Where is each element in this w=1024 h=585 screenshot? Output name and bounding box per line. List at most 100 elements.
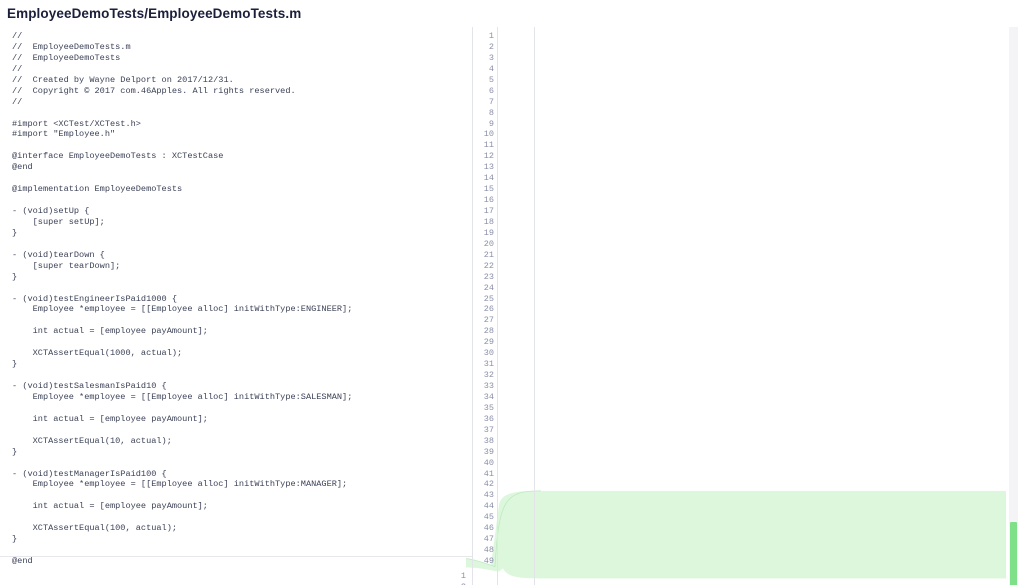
left-code-column[interactable]: //// EmployeeDemoTests.m// EmployeeDemoT…: [12, 27, 444, 567]
code-line: Employee *employee = [[Employee alloc] i…: [12, 304, 353, 315]
line-number-old: 13: [483, 162, 494, 173]
code-line: [12, 337, 444, 348]
code-line: [12, 173, 444, 184]
code-line: // EmployeeDemoTests.m: [12, 41, 131, 52]
code-line: //: [12, 31, 23, 41]
code-line: #import "Employee.h": [12, 129, 116, 140]
line-number-old: 41: [483, 468, 494, 479]
left-gutter-divider: [472, 27, 473, 585]
code-line: [12, 512, 444, 523]
code-line: // Copyright © 2017 com.46Apples. All ri…: [12, 85, 296, 96]
line-number-old: 25: [483, 293, 494, 304]
code-line: Employee *employee = [[Employee alloc] i…: [12, 391, 353, 402]
code-line: - (void)tearDown {: [12, 249, 105, 260]
code-line: [12, 490, 444, 501]
line-number-old: 5: [488, 74, 494, 85]
line-number-old: 7: [488, 96, 494, 107]
code-line: - (void)testManagerIsPaid100 {: [12, 468, 167, 479]
line-number-old: 2: [488, 41, 494, 52]
code-line: - (void)setUp {: [12, 206, 90, 216]
line-number-old: 11: [483, 140, 494, 151]
code-line: // EmployeeDemoTests: [12, 52, 121, 63]
code-line: [12, 545, 444, 556]
pane-divider: [497, 27, 498, 585]
line-number-old: 49: [483, 556, 494, 566]
code-line: }: [12, 446, 18, 457]
code-line: }: [12, 534, 18, 545]
line-number-old: 6: [488, 85, 494, 96]
line-number-old: 17: [483, 206, 494, 216]
line-number-old: 9: [488, 118, 494, 129]
scrollbar-change-marker[interactable]: [1010, 522, 1017, 585]
line-number-old: 10: [483, 129, 494, 140]
line-number-old: 36: [483, 413, 494, 424]
file-header: EmployeeDemoTests/EmployeeDemoTests.m: [0, 0, 1024, 27]
code-line: //: [12, 96, 23, 107]
left-line-number-column: 1234567891011121314151617181920212223242…: [446, 567, 468, 585]
code-line: @interface EmployeeDemoTests : XCTestCas…: [12, 151, 224, 162]
code-line: int actual = [employee payAmount];: [12, 413, 208, 424]
line-number-old: 16: [483, 195, 494, 206]
line-number-old: 26: [483, 304, 494, 315]
code-line: @implementation EmployeeDemoTests: [12, 184, 183, 195]
line-number-old: 30: [483, 348, 494, 359]
line-number-old: 8: [488, 107, 494, 118]
line-number-old: 27: [483, 315, 494, 326]
code-line: [12, 403, 444, 414]
line-number-old: 20: [483, 238, 494, 249]
vertical-scrollbar-track[interactable]: [1009, 27, 1018, 585]
line-number-old: 38: [483, 435, 494, 446]
line-number-old: 15: [483, 184, 494, 195]
line-number-old: 28: [483, 326, 494, 337]
code-line: int actual = [employee payAmount];: [12, 501, 208, 512]
line-number-old: 18: [483, 216, 494, 227]
line-number: 1: [460, 570, 466, 581]
code-line: @end: [12, 556, 33, 566]
line-number-old: 48: [483, 545, 494, 556]
line-number-old: 3: [488, 52, 494, 63]
line-number-old: 21: [483, 249, 494, 260]
page-title: EmployeeDemoTests/EmployeeDemoTests.m: [7, 6, 302, 21]
code-line: [12, 283, 444, 294]
code-line: [12, 315, 444, 326]
line-number-old: 19: [483, 227, 494, 238]
line-number-old: 35: [483, 402, 494, 413]
code-line: [12, 108, 444, 119]
line-number-old: 47: [483, 534, 494, 545]
line-number-old: 42: [483, 479, 494, 490]
diff-body: //// EmployeeDemoTests.m// EmployeeDemoT…: [0, 27, 1024, 585]
line-number-old: 12: [483, 151, 494, 162]
code-line: XCTAssertEqual(1000, actual);: [12, 348, 183, 359]
code-line: XCTAssertEqual(10, actual);: [12, 435, 172, 446]
line-number-old: 39: [483, 446, 494, 457]
line-number-old: [476, 578, 496, 585]
line-number-old: 1: [488, 31, 494, 41]
code-line: [12, 195, 444, 206]
line-number-old: 24: [483, 282, 494, 293]
left-pane-original: //// EmployeeDemoTests.m// EmployeeDemoT…: [0, 27, 498, 585]
line-number: 2: [446, 582, 468, 585]
code-line: [12, 458, 444, 469]
code-line: [12, 370, 444, 381]
code-line: - (void)testEngineerIsPaid1000 {: [12, 293, 178, 304]
code-line: }: [12, 359, 18, 370]
code-line: [super tearDown];: [12, 260, 121, 271]
code-line: int actual = [employee payAmount];: [12, 326, 208, 337]
code-line: [12, 239, 444, 250]
line-number-old: [476, 567, 496, 578]
right-gutter-divider: [534, 27, 535, 585]
code-line: //: [12, 63, 23, 74]
code-line: - (void)testSalesmanIsPaid10 {: [12, 381, 167, 391]
line-number-old: 23: [483, 271, 494, 282]
left-hunk-rule-top: [0, 555, 472, 557]
line-number-old: 22: [483, 260, 494, 271]
code-line: }: [12, 271, 18, 282]
code-line: #import <XCTest/XCTest.h>: [12, 118, 141, 129]
line-number-old: 40: [483, 457, 494, 468]
line-number-old: 32: [483, 370, 494, 381]
code-line: [12, 140, 444, 151]
code-line: // Created by Wayne Delport on 2017/12/3…: [12, 74, 234, 85]
